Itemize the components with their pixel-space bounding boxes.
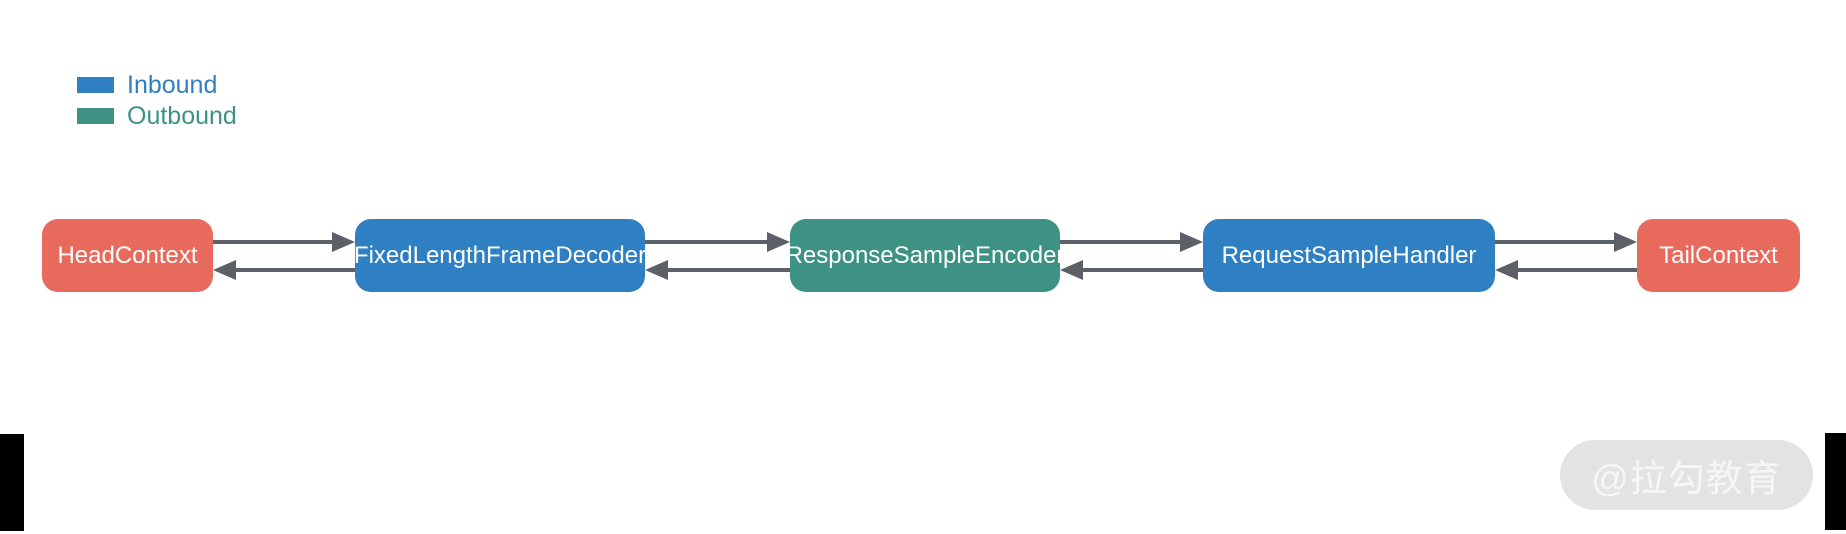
node-request-sample-handler: RequestSampleHandler (1203, 219, 1495, 292)
legend-label-inbound: Inbound (127, 71, 218, 99)
arrow-forward-3 (1060, 240, 1183, 244)
legend-item-inbound: Inbound (77, 71, 237, 99)
arrow-forward-2 (645, 240, 770, 244)
right-edge-bar (1825, 433, 1846, 530)
arrow-forward-1 (213, 240, 335, 244)
arrow-backward-2 (665, 268, 790, 272)
arrowhead-right-icon (767, 232, 790, 252)
legend-label-outbound: Outbound (127, 102, 237, 130)
legend: Inbound Outbound (77, 71, 237, 136)
arrow-backward-4 (1515, 268, 1637, 272)
legend-item-outbound: Outbound (77, 102, 237, 130)
arrow-backward-3 (1080, 268, 1203, 272)
arrowhead-left-icon (645, 260, 668, 280)
arrowhead-left-icon (1060, 260, 1083, 280)
arrowhead-right-icon (332, 232, 355, 252)
arrowhead-right-icon (1180, 232, 1203, 252)
node-fixed-length-frame-decoder: FixedLengthFrameDecoder (354, 219, 646, 292)
arrowhead-left-icon (1495, 260, 1518, 280)
node-head-context: HeadContext (42, 219, 213, 292)
watermark-badge: @拉勾教育 (1560, 440, 1813, 510)
arrow-forward-4 (1495, 240, 1617, 244)
arrowhead-left-icon (213, 260, 236, 280)
left-edge-bar (0, 434, 24, 531)
arrow-backward-1 (233, 268, 355, 272)
outbound-color-swatch (77, 108, 114, 124)
inbound-color-swatch (77, 77, 114, 93)
node-response-sample-encoder: ResponseSampleEncoder (786, 219, 1064, 292)
node-tail-context: TailContext (1637, 219, 1800, 292)
arrowhead-right-icon (1614, 232, 1637, 252)
